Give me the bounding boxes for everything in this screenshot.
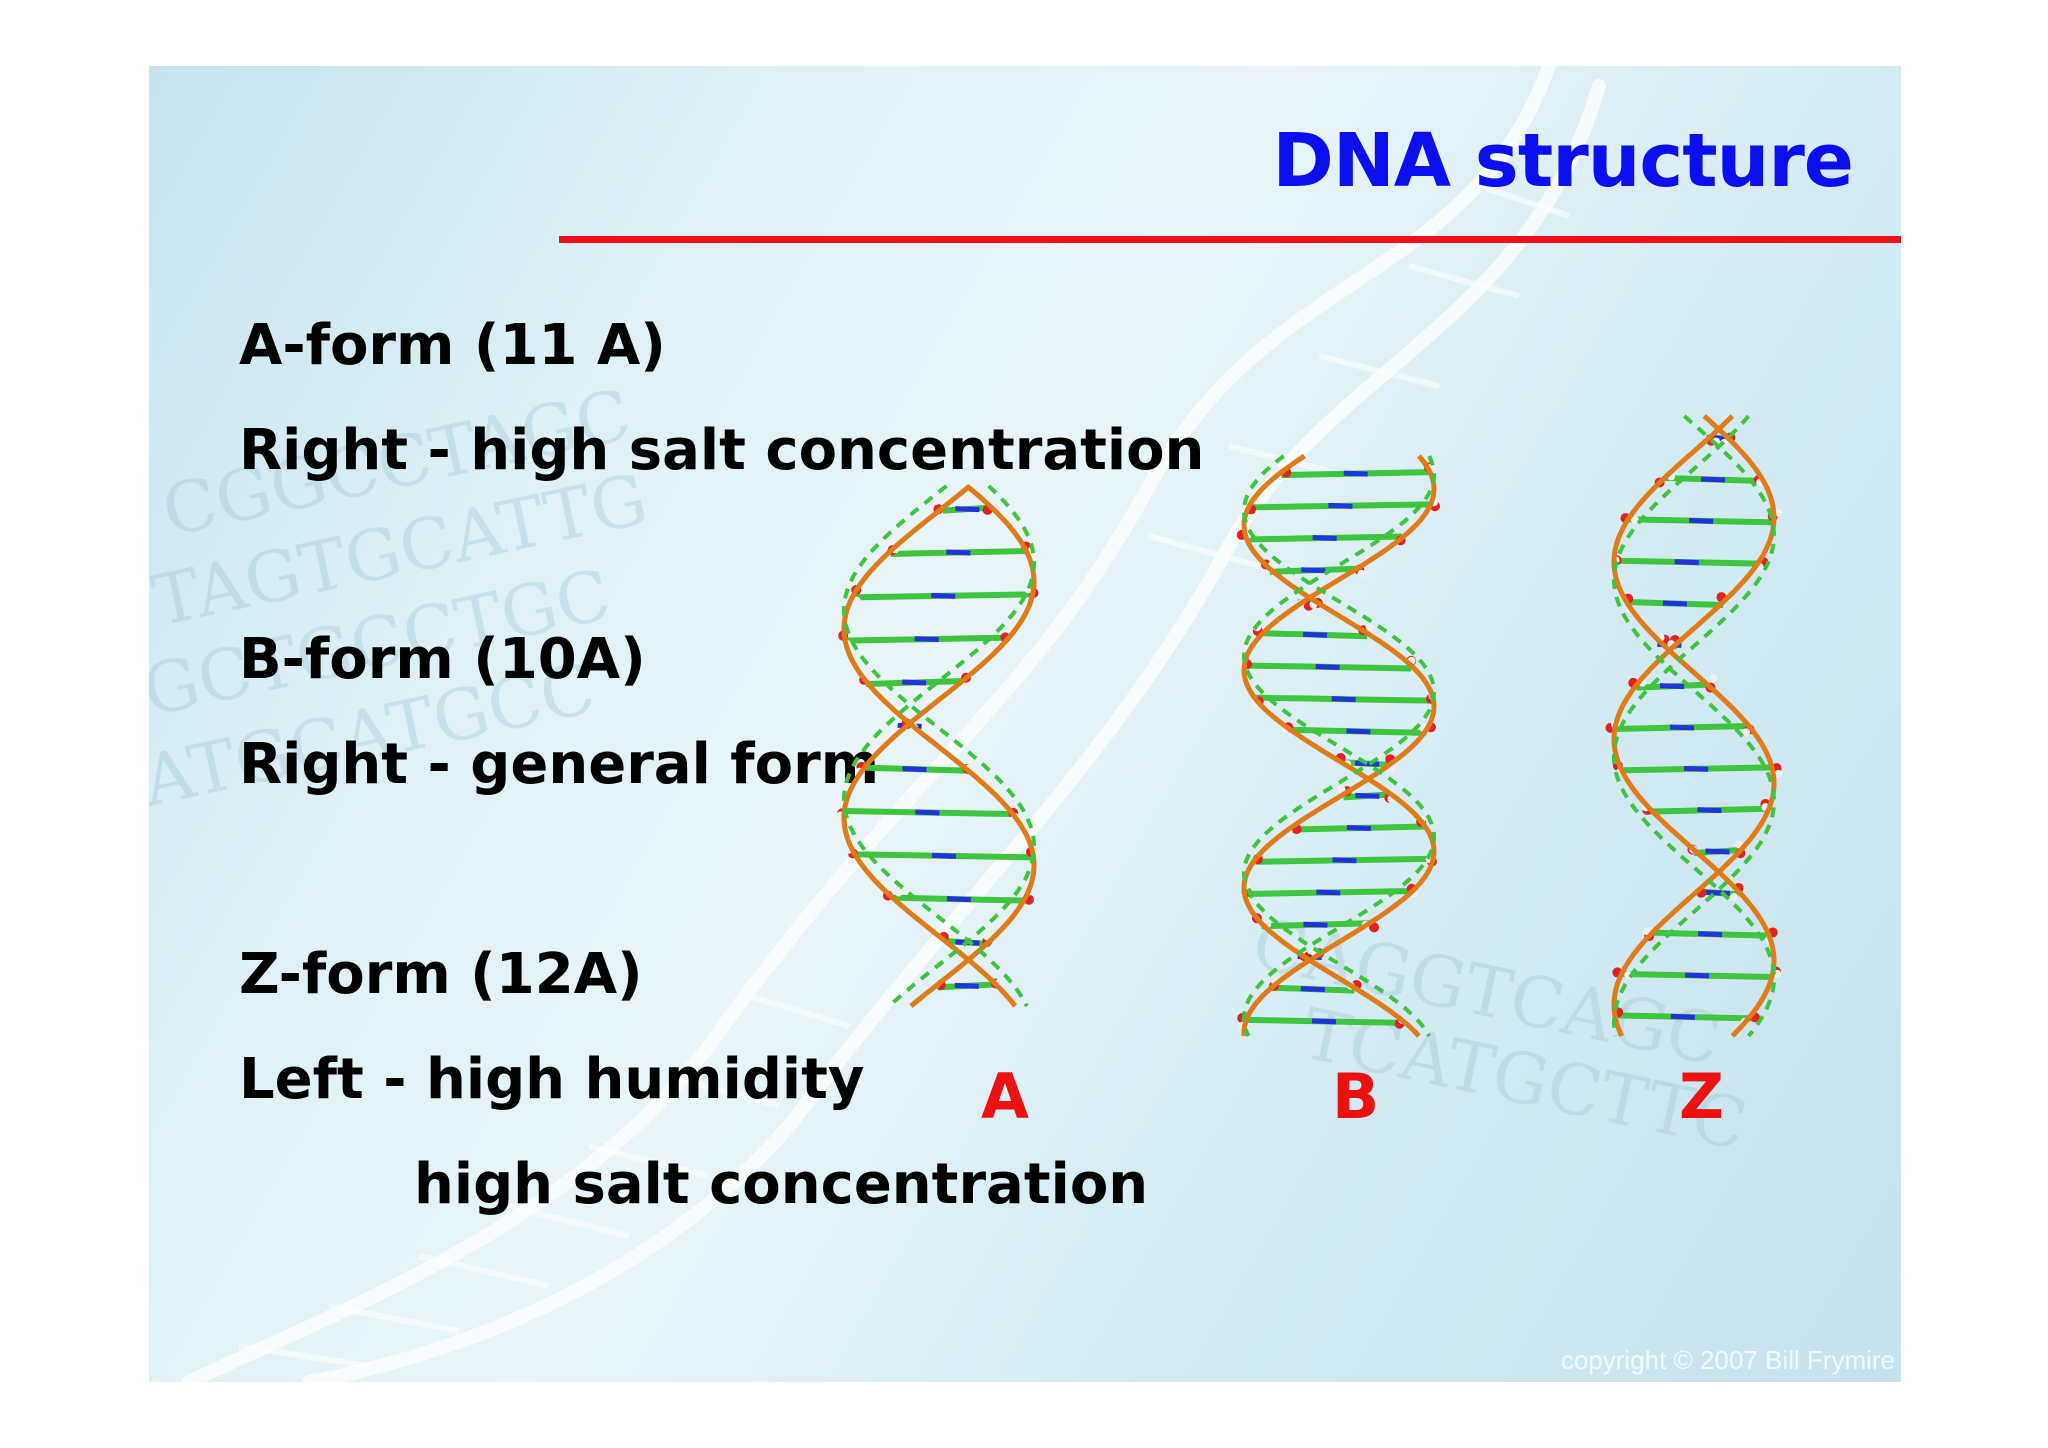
b-form-dna-model — [1209, 436, 1469, 1056]
a-form-heading: A-form (11 A) — [239, 313, 666, 378]
z-form-dna-model — [1569, 396, 1819, 1056]
a-form-label: A — [981, 1060, 1029, 1133]
z-form-heading: Z-form (12A) — [239, 942, 643, 1007]
b-form-heading: B-form (10A) — [239, 627, 646, 692]
title-underline — [559, 236, 1901, 243]
b-form-label: B — [1332, 1060, 1379, 1133]
z-form-description-continued: high salt concentration — [414, 1152, 1148, 1217]
slide: CGGCCTAGC TAGTGCATTG GCTGCCTGC ATGCATGCC… — [149, 66, 1901, 1382]
copyright-watermark: copyright © 2007 Bill Frymire — [1561, 1345, 1895, 1376]
a-form-dna-model — [809, 466, 1069, 1026]
slide-title: DNA structure — [1272, 118, 1853, 204]
z-form-description: Left - high humidity — [239, 1047, 864, 1112]
b-form-description: Right - general form — [239, 732, 879, 797]
z-form-label: Z — [1679, 1060, 1724, 1133]
